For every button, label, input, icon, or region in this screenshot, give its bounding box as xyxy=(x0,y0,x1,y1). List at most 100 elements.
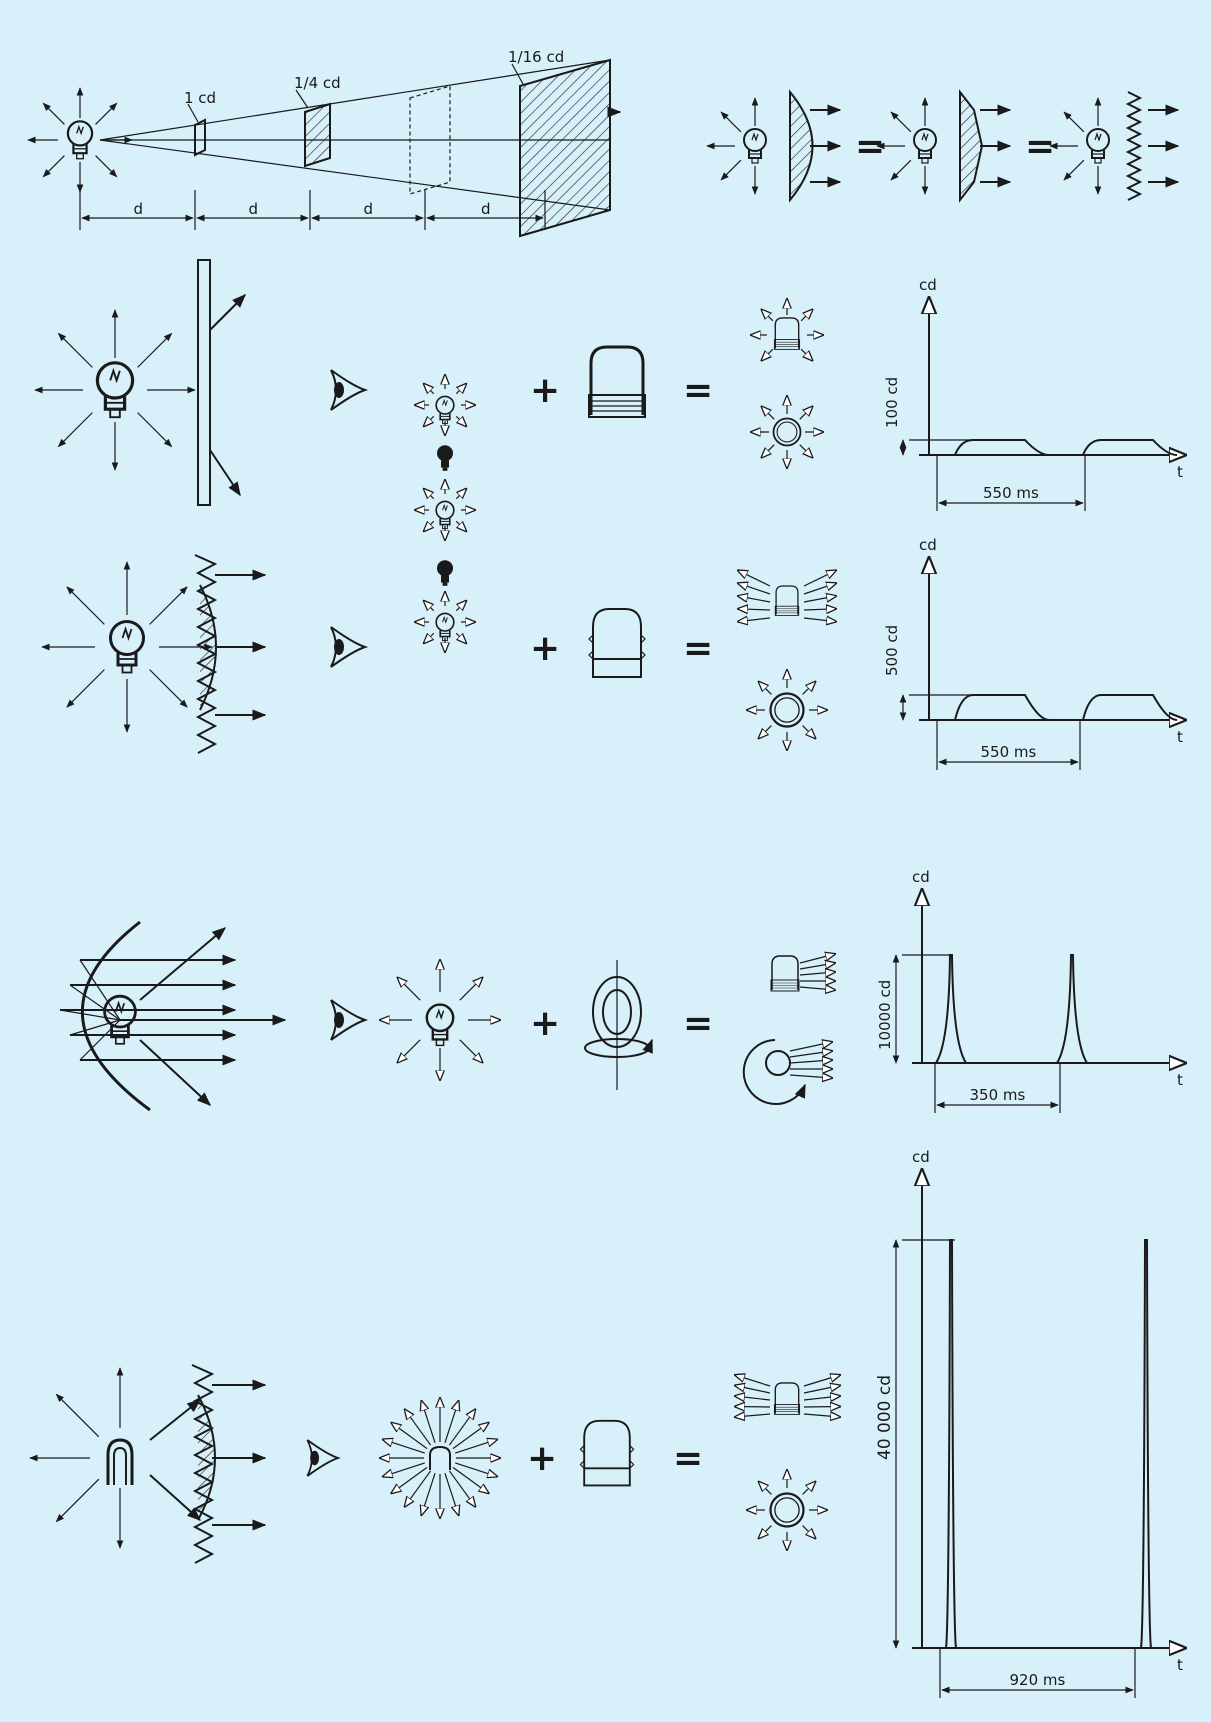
label-quarter-cd: 1/4 cd xyxy=(294,74,341,92)
equals-sign: = xyxy=(683,1003,713,1044)
plus-sign: + xyxy=(530,1003,560,1044)
beacon-small-icon xyxy=(774,1383,799,1415)
ray-arrow xyxy=(762,349,773,360)
side-beam-arrow xyxy=(804,609,836,610)
beacon-small-icon xyxy=(775,586,799,615)
top-view-rays xyxy=(747,1470,827,1550)
ray-arrow xyxy=(759,726,772,739)
ray-arrow xyxy=(150,670,187,707)
ray-arrow xyxy=(762,407,775,420)
distance-label: d xyxy=(364,200,374,218)
small-bulb-rays xyxy=(415,375,475,435)
intensity-graph-1 xyxy=(903,298,1185,511)
ray-arrow xyxy=(58,333,92,367)
label-1cd: 1 cd xyxy=(184,89,216,107)
ray-arrow xyxy=(138,413,172,447)
ray-arrow xyxy=(449,1409,475,1445)
ray-arrow xyxy=(456,601,466,611)
ray-arrow xyxy=(445,1401,459,1443)
beacon-rays xyxy=(751,299,823,360)
bulb-rays xyxy=(42,562,212,732)
ray-arrow xyxy=(56,1394,98,1436)
ray-arrow xyxy=(803,1526,816,1539)
plus-sign: + xyxy=(530,370,560,411)
ray-arrow xyxy=(759,1482,772,1495)
ray-arrow xyxy=(456,416,466,426)
reflected-ray xyxy=(70,985,120,1020)
side-beam-arrow xyxy=(735,1396,770,1400)
refracted-ray xyxy=(150,1400,200,1440)
ray-arrow xyxy=(405,1471,431,1507)
peak-value-label: 100 cd xyxy=(883,377,901,428)
intensity-graph-3 xyxy=(896,890,1185,1113)
fresnel-lens xyxy=(1128,92,1140,200)
rotating-head xyxy=(766,1051,790,1075)
ray-arrow xyxy=(424,416,434,426)
distance-label: d xyxy=(249,200,259,218)
ray-arrow xyxy=(800,445,813,458)
y-axis-label: cd xyxy=(912,1148,930,1166)
ray-arrow xyxy=(891,112,911,132)
ray-arrow xyxy=(456,384,466,394)
equals-sign: = xyxy=(683,628,713,669)
ray-arrow xyxy=(138,333,172,367)
equals-sign: = xyxy=(683,370,713,411)
side-beam-arrow xyxy=(735,1375,770,1386)
eye-icon xyxy=(331,627,365,667)
peak-value-label: 500 cd xyxy=(883,625,901,676)
side-beam-arrow xyxy=(735,1407,770,1408)
reflected-ray xyxy=(60,1010,120,1020)
period-value-label: 920 ms xyxy=(1010,1671,1066,1689)
ray-arrow xyxy=(460,978,483,1001)
ray-arrow xyxy=(383,1439,425,1453)
period-value-label: 550 ms xyxy=(981,743,1037,761)
y-axis-label: cd xyxy=(919,276,937,294)
ray-arrow xyxy=(449,1471,475,1507)
ray-arrow xyxy=(383,1463,425,1477)
ray-arrow xyxy=(455,1439,497,1453)
pulse-curve xyxy=(935,695,1177,720)
top-view-rays xyxy=(747,670,827,750)
plain-glass-plate xyxy=(198,260,210,505)
ray-arrow xyxy=(56,1479,98,1521)
beacon-small-icon xyxy=(774,318,799,350)
bulb-icon xyxy=(914,129,936,163)
transmitted-ray xyxy=(210,295,245,330)
ray-arrow xyxy=(456,633,466,643)
small-bulb-rays xyxy=(415,480,475,540)
beacon-dome-icon xyxy=(589,347,645,417)
side-beam-arrow xyxy=(804,1407,840,1408)
side-beam-arrow xyxy=(790,1042,832,1051)
ray-arrow xyxy=(803,1482,816,1495)
row-3-figure xyxy=(60,922,835,1110)
row-2-figure xyxy=(42,555,836,753)
distance-label: d xyxy=(481,200,491,218)
side-beam-arrow xyxy=(800,963,835,969)
bulb-rays xyxy=(380,960,500,1080)
intensity-graph-2 xyxy=(903,558,1185,770)
side-beam-arrow xyxy=(738,583,770,594)
tube-outer xyxy=(108,1440,132,1485)
bulb-icon xyxy=(427,1005,453,1046)
side-beam-arrow xyxy=(804,583,836,594)
bulb-icon xyxy=(111,622,144,673)
strobe-tube-icon xyxy=(108,1440,132,1485)
stray-ray-arrow xyxy=(140,1040,210,1105)
ray-arrow xyxy=(43,103,64,124)
intensity-graph-4 xyxy=(896,1170,1185,1698)
small-bulb-icon xyxy=(436,396,454,423)
ray-arrow xyxy=(453,1467,489,1493)
side-beam-arrow xyxy=(804,1414,840,1417)
ray-arrow xyxy=(421,1473,435,1515)
ray-arrow xyxy=(891,160,911,180)
ray-arrow xyxy=(456,521,466,531)
ray-arrow xyxy=(803,682,816,695)
ray-arrow xyxy=(800,407,813,420)
ray-arrow xyxy=(801,349,812,360)
ray-arrow xyxy=(1064,160,1084,180)
rotating-reflector-icon xyxy=(585,960,652,1090)
screen-2 xyxy=(305,104,330,166)
ray-arrow xyxy=(391,1423,427,1449)
beacon-lens-dome-icon xyxy=(589,609,645,677)
side-beam-arrow xyxy=(804,1375,840,1386)
